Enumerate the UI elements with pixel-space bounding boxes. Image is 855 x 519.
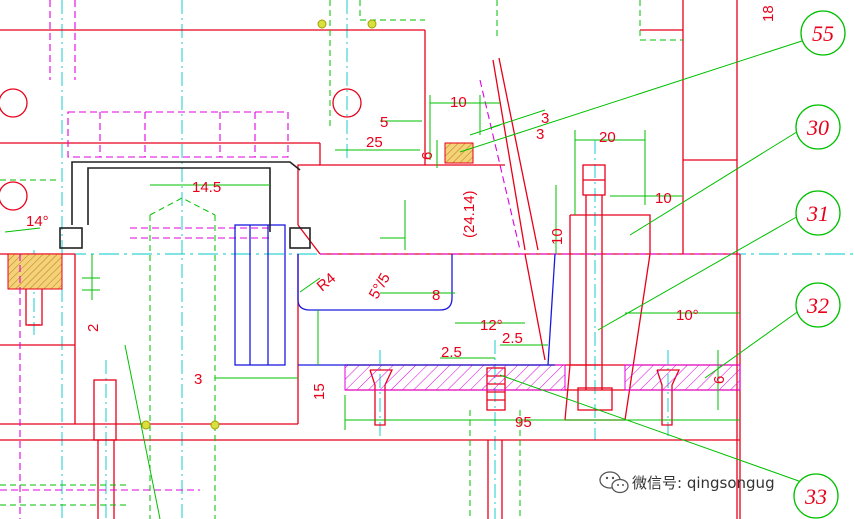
callout-31: 31	[795, 190, 841, 236]
red-outlines	[0, 0, 741, 519]
dim-10deg: 10°	[676, 307, 699, 324]
callout-32-label: 32	[806, 293, 829, 318]
callout-33-label: 33	[804, 484, 827, 509]
dim-10-vert: 10	[549, 228, 566, 245]
dim-18: 18	[760, 5, 777, 22]
dim-r4: R4	[314, 270, 340, 295]
small-markers	[141, 19, 377, 430]
green-plate-lines	[0, 0, 683, 519]
dim-10-top: 10	[450, 94, 467, 111]
dim-6-right: 6	[711, 376, 728, 384]
callout-31-label: 31	[806, 201, 829, 226]
callout-55-label: 55	[812, 21, 834, 46]
hidden-lines	[0, 0, 740, 519]
callout-33: 33	[793, 473, 839, 519]
seal-contour	[59, 161, 311, 249]
dim-5: 5	[380, 114, 388, 131]
watermark: 微信号: qingsongug	[599, 471, 775, 494]
dim-10-mid: 10	[655, 190, 672, 207]
wechat-icon	[599, 471, 629, 494]
dimension-labels: 5 10 3 3 25 6 20 10 14.5 14° (24.14) 10 …	[26, 5, 777, 431]
dim-3-c: 3	[194, 371, 202, 388]
dim-3-b: 3	[536, 126, 544, 143]
dim-95: 95	[515, 414, 532, 431]
dim-15: 15	[311, 383, 328, 400]
callout-32: 32	[795, 282, 841, 328]
dim-14deg: 14°	[26, 213, 49, 230]
callout-30-label: 30	[806, 115, 829, 140]
dim-25: 25	[366, 134, 383, 151]
callout-30: 30	[795, 104, 841, 150]
dim-3-a: 3	[541, 110, 549, 127]
hatched-regions	[7, 142, 741, 391]
callout-bubbles: 55 30 31 32 33	[793, 10, 846, 519]
watermark-text: 微信号: qingsongug	[632, 474, 775, 492]
dim-2-5-a: 2.5	[441, 344, 462, 361]
dim-2: 2	[85, 324, 102, 332]
blue-insert	[234, 224, 556, 366]
dim-6-left: 6	[419, 152, 436, 160]
dim-8: 8	[432, 287, 440, 304]
callout-55: 55	[800, 10, 846, 56]
dim-12deg: 12°	[480, 317, 503, 334]
dim-5-5: 5°/5	[366, 270, 394, 302]
dimension-lines	[4, 39, 811, 519]
dim-14-5: 14.5	[192, 179, 221, 196]
dim-2-5-b: 2.5	[502, 330, 523, 347]
dim-20: 20	[599, 129, 616, 146]
dim-24-14: (24.14)	[461, 190, 478, 238]
